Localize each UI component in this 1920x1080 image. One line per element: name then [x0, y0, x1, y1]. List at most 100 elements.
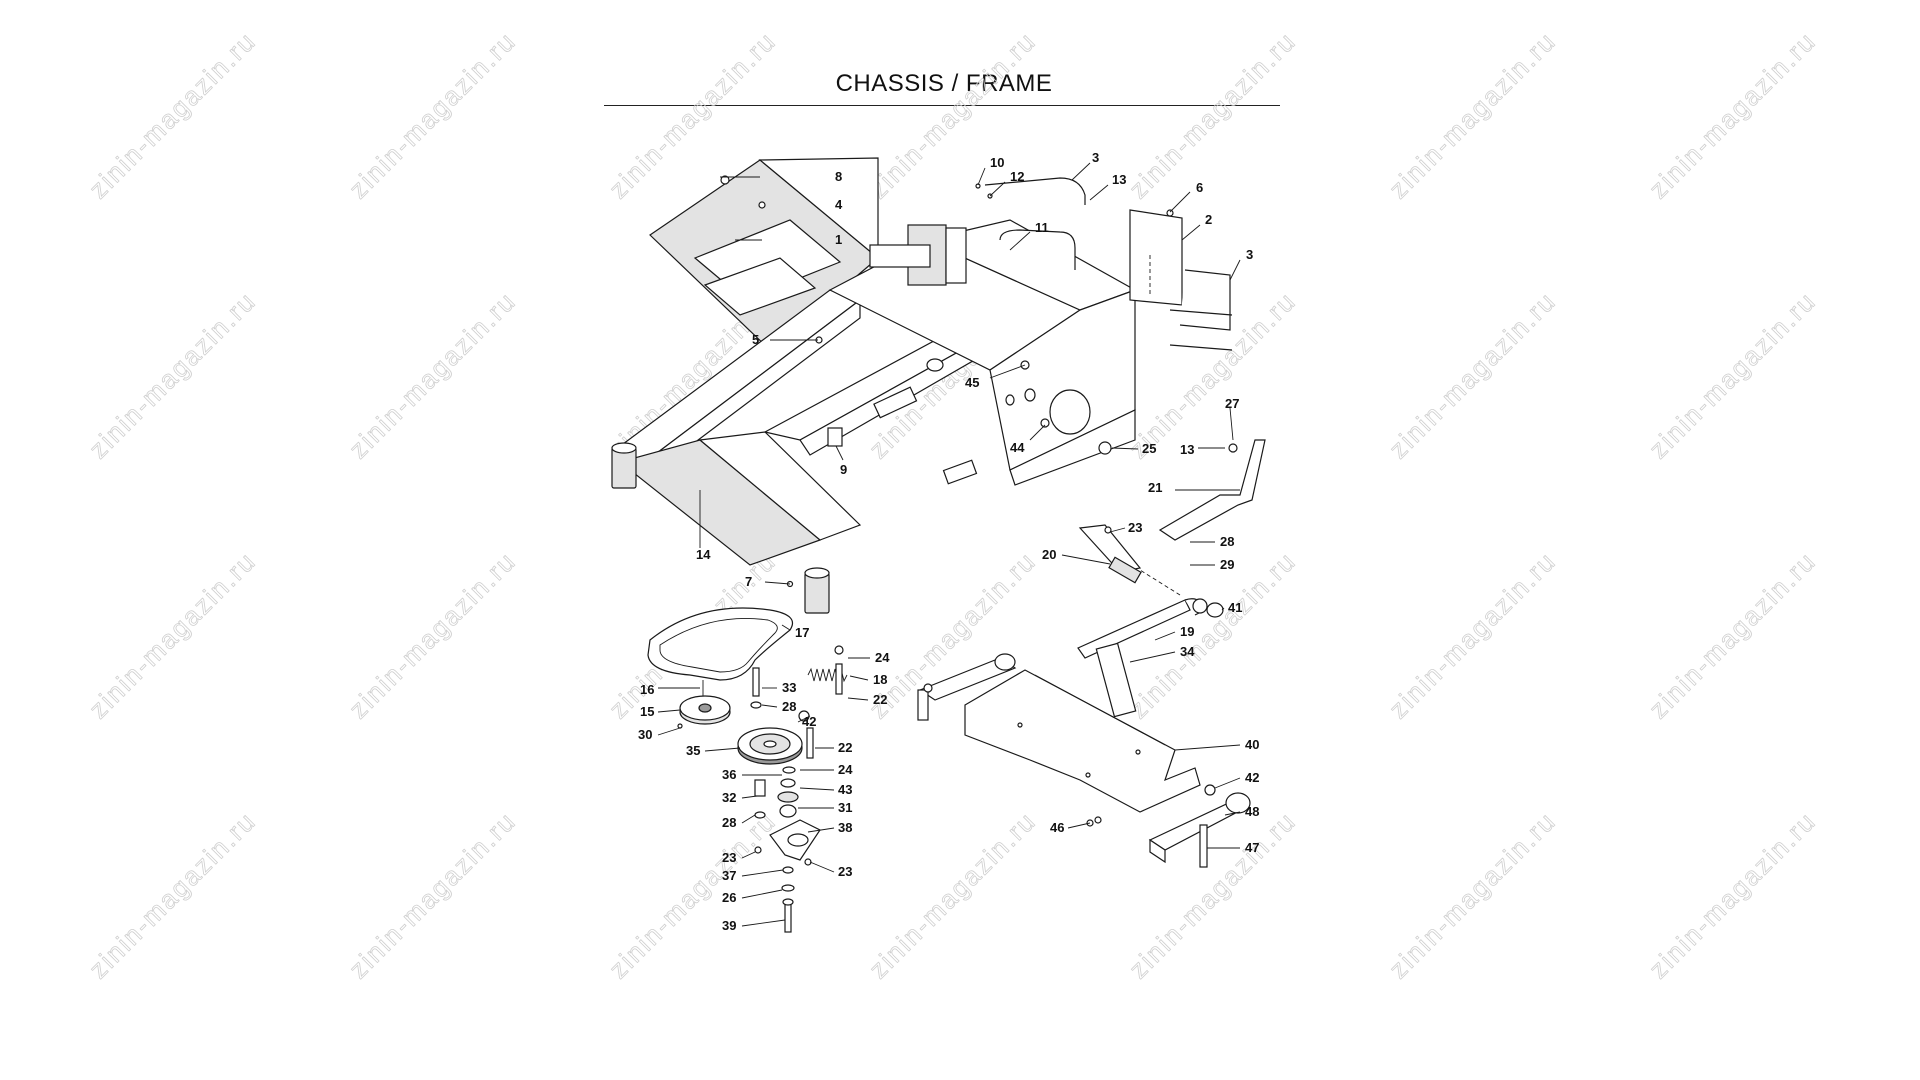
- leader-line-c30: [657, 727, 681, 736]
- callout-c22b: 22: [838, 740, 852, 755]
- leader-line-c20: [1061, 554, 1111, 565]
- callout-c23a: 23: [1128, 520, 1142, 535]
- callout-c27: 27: [1225, 396, 1239, 411]
- callout-c34: 34: [1180, 644, 1195, 659]
- leader-line-c42b: [1214, 777, 1241, 789]
- callout-c19: 19: [1180, 624, 1194, 639]
- callout-c30: 30: [638, 727, 652, 742]
- callout-leaders: [657, 162, 1241, 927]
- watermark-text-21: zinin-magazin.ru: [83, 806, 262, 985]
- callout-c11: 11: [1035, 220, 1049, 235]
- watermark-text-18: zinin-magazin.ru: [1123, 546, 1302, 725]
- watermark-text-7: zinin-magazin.ru: [83, 286, 262, 465]
- leader-line-c28b: [761, 704, 778, 708]
- front-bracket-part: [917, 653, 1017, 721]
- deck-plate-part: [964, 669, 1201, 813]
- leader-line-c17: [781, 624, 791, 631]
- pulley-part: [679, 680, 731, 725]
- chassis-frame-part: [611, 219, 1137, 614]
- leader-line-c41: [1221, 607, 1225, 611]
- callout-c35: 35: [686, 743, 700, 758]
- callout-c24b: 24: [838, 762, 853, 777]
- leader-line-c2: [1181, 224, 1201, 241]
- callout-c8: 8: [835, 169, 842, 184]
- watermark-text-8: zinin-magazin.ru: [343, 286, 522, 465]
- gear-pulley-part: [737, 727, 803, 765]
- callout-c13a: 13: [1112, 172, 1126, 187]
- leader-line-c23c: [809, 861, 835, 873]
- callout-c43: 43: [838, 782, 852, 797]
- watermark-text-25: zinin-magazin.ru: [1123, 806, 1302, 985]
- callout-c46: 46: [1050, 820, 1064, 835]
- parts-layer: [611, 157, 1266, 933]
- callout-c32: 32: [722, 790, 736, 805]
- leader-line-c44: [1029, 424, 1046, 441]
- leader-line-c25: [1111, 447, 1139, 450]
- leader-line-c23b: [741, 851, 756, 859]
- callout-c23c: 23: [838, 864, 852, 879]
- leader-line-c40: [1174, 744, 1241, 751]
- upper-bracket-parts: [975, 177, 1233, 351]
- callout-c44: 44: [1010, 440, 1025, 455]
- watermark-text-15: zinin-magazin.ru: [343, 546, 522, 725]
- callout-c39: 39: [722, 918, 736, 933]
- watermark-text-6: zinin-magazin.ru: [1643, 26, 1822, 205]
- watermark-text-4: zinin-magazin.ru: [1123, 26, 1302, 205]
- callout-c26: 26: [722, 890, 736, 905]
- leader-line-c19: [1154, 631, 1176, 641]
- callout-c40: 40: [1245, 737, 1259, 752]
- callout-c7: 7: [745, 574, 752, 589]
- leader-line-c37: [741, 869, 784, 877]
- callout-c23b: 23: [722, 850, 736, 865]
- leader-line-c45: [989, 364, 1026, 379]
- callout-c38: 38: [838, 820, 852, 835]
- callout-c42a: 42: [802, 714, 816, 729]
- watermark-text-20: zinin-magazin.ru: [1643, 546, 1822, 725]
- callout-c28b: 28: [782, 699, 796, 714]
- callout-c10: 10: [990, 155, 1004, 170]
- callout-c28a: 28: [1220, 534, 1234, 549]
- watermark-text-23: zinin-magazin.ru: [603, 806, 782, 985]
- leader-line-c35: [704, 747, 741, 752]
- callout-c47: 47: [1245, 840, 1259, 855]
- callout-c4: 4: [835, 197, 843, 212]
- callout-c31: 31: [838, 800, 852, 815]
- watermark-layer: zinin-magazin.ru zinin-magazin.ru zinin-ma…: [83, 25, 1823, 985]
- leader-line-c27: [1229, 407, 1234, 441]
- callout-c41: 41: [1228, 600, 1242, 615]
- leader-line-c39: [741, 919, 786, 927]
- callout-c13b: 13: [1180, 442, 1194, 457]
- watermark-text-14: zinin-magazin.ru: [83, 546, 262, 725]
- watermark-text-24: zinin-magazin.ru: [863, 806, 1042, 985]
- callout-c37: 37: [722, 868, 736, 883]
- callout-c6: 6: [1196, 180, 1203, 195]
- callout-c18: 18: [873, 672, 887, 687]
- callout-c33: 33: [782, 680, 796, 695]
- leader-line-c3a: [1071, 162, 1091, 181]
- leader-line-c15: [657, 709, 681, 713]
- leader-line-c38: [807, 827, 835, 833]
- watermark-text-5: zinin-magazin.ru: [1383, 26, 1562, 205]
- watermark-text-1: zinin-magazin.ru: [343, 26, 522, 205]
- leader-line-c6: [1169, 191, 1191, 213]
- leader-line-c3b: [1229, 259, 1241, 281]
- watermark-text-22: zinin-magazin.ru: [343, 806, 522, 985]
- title-rule: [604, 105, 1280, 106]
- callout-c9: 9: [840, 462, 847, 477]
- leader-line-c9: [835, 445, 844, 461]
- callout-c24a: 24: [875, 650, 890, 665]
- callout-c16: 16: [640, 682, 654, 697]
- idler-stack-part: [677, 645, 1094, 933]
- leader-line-c11: [1009, 231, 1031, 251]
- leader-line-c18: [849, 675, 869, 681]
- callout-c21: 21: [1148, 480, 1162, 495]
- callout-c45: 45: [965, 375, 979, 390]
- callout-c20: 20: [1042, 547, 1056, 562]
- rear-bracket-part: [1094, 784, 1251, 868]
- leader-line-c26: [741, 889, 783, 899]
- leader-line-c23a: [1109, 527, 1126, 533]
- leader-line-c28c: [741, 814, 756, 824]
- callout-c1: 1: [835, 232, 842, 247]
